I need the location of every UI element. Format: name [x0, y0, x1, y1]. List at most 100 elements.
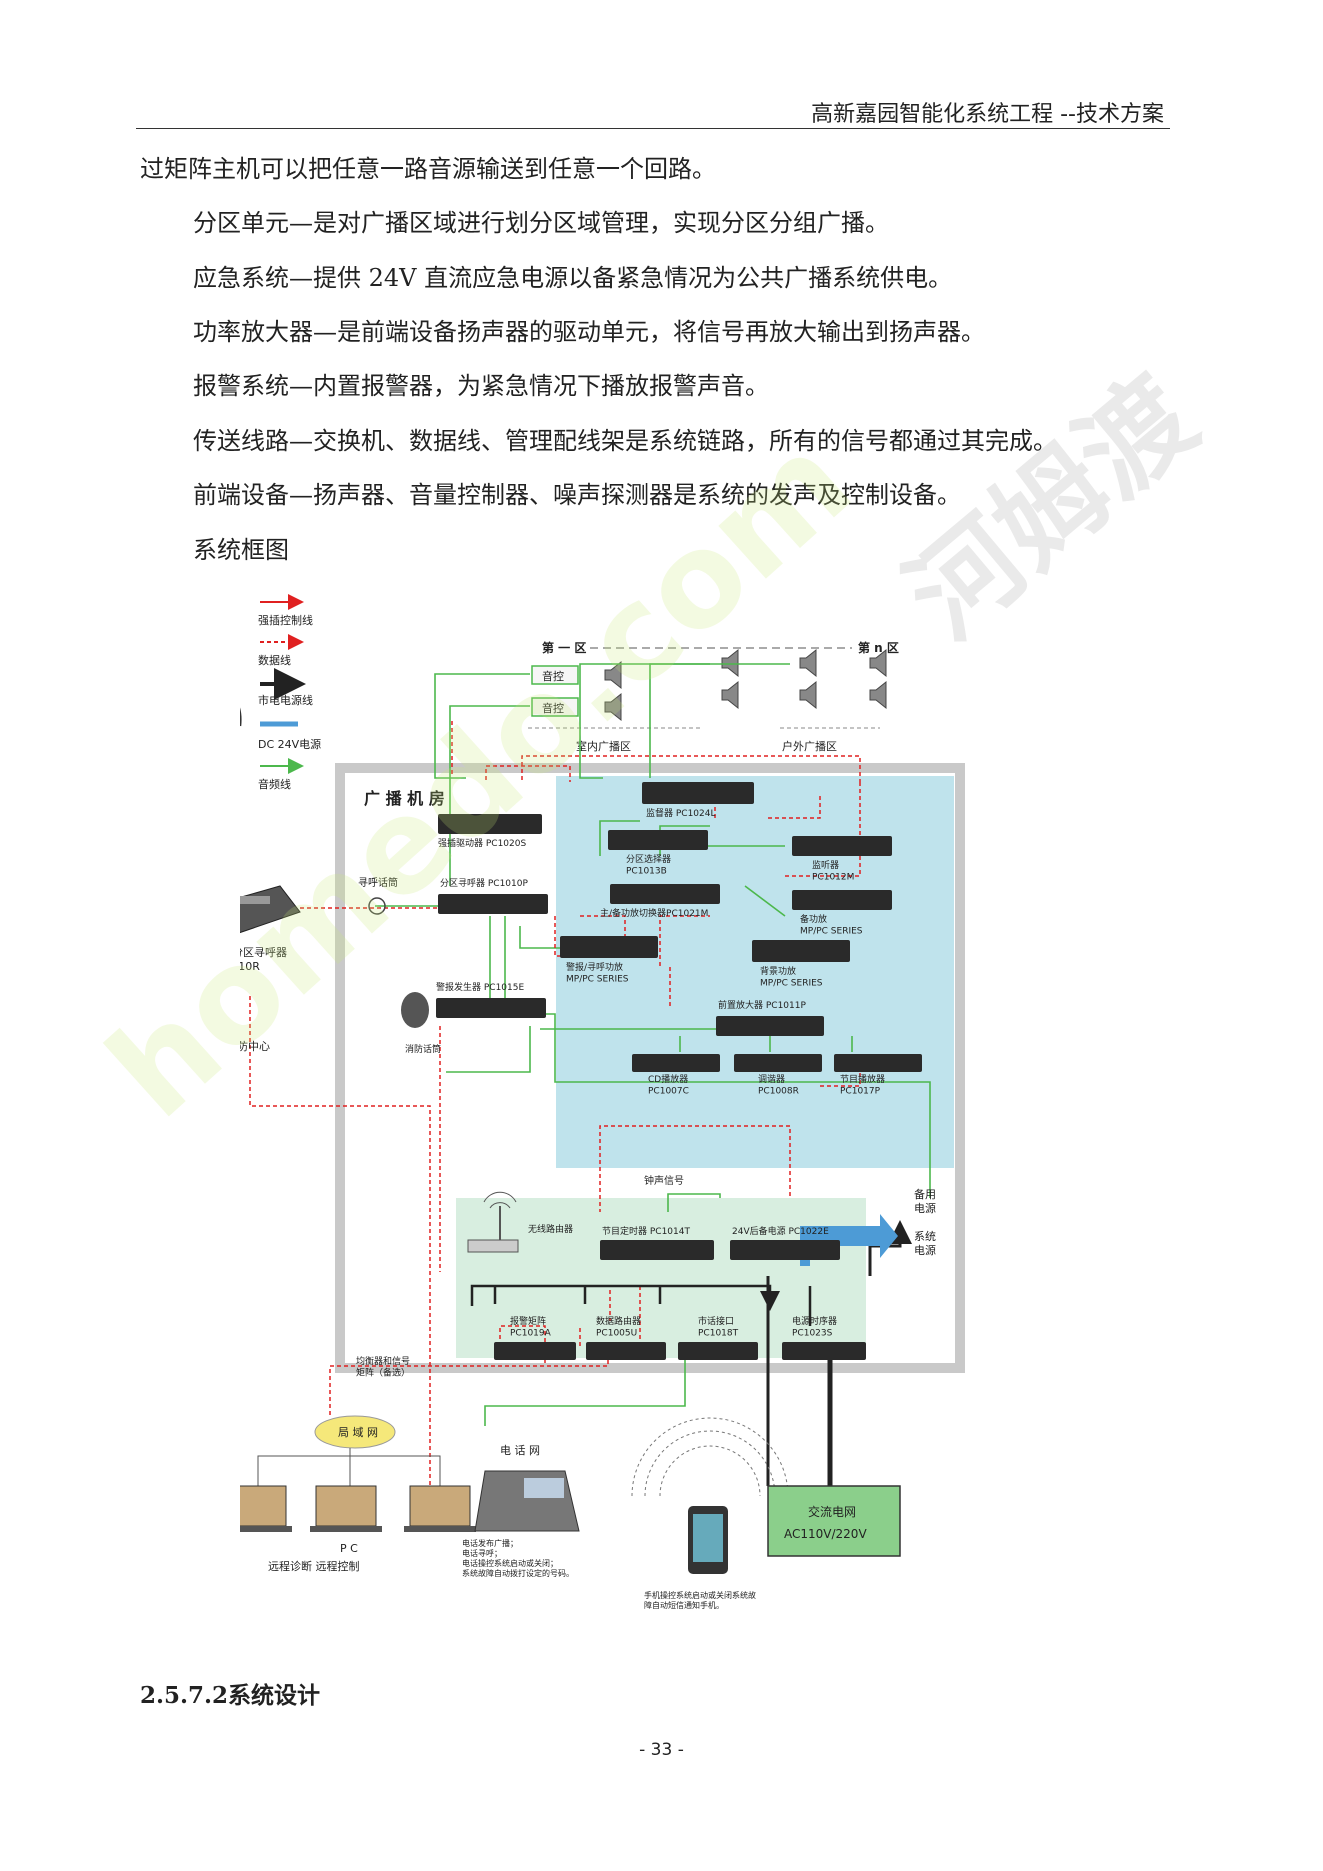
device-pre-amp: 前置放大器 PC1011P — [718, 999, 806, 1011]
device-zone-pager-unit — [438, 894, 548, 914]
label-bell-signal: 钟声信号 — [644, 1174, 684, 1187]
speaker-icon — [721, 648, 739, 678]
speaker-icon — [604, 692, 622, 722]
device-program-timer: 节目定时器 PC1014T — [602, 1225, 690, 1237]
page-header: 高新嘉园智能化系统工程 --技术方案 — [136, 96, 1170, 129]
label-lan: 局 域 网 — [338, 1426, 378, 1439]
page-number: - 33 - — [639, 1740, 684, 1760]
volume-control-1: 音控 — [531, 665, 579, 685]
wireless-signal-icon — [631, 1417, 789, 1497]
mains-lines — [470, 1220, 912, 1486]
label-pc: P C — [340, 1542, 358, 1555]
paragraph-2: 分区单元—是对广播区域进行划分区域管理，实现分区分组广播。 — [193, 209, 889, 237]
speaker-icon — [721, 680, 739, 710]
control-area-bg — [456, 1198, 866, 1358]
label-fire-mic: 消防话筒 — [405, 1043, 441, 1055]
label-mobile-desc: 手机操控系统启动或关闭系统故障自动短信通知手机。 — [644, 1590, 756, 1610]
system-diagram: 强插控制线 数据线 市电电源线 DC 24V电源 音频线 第 一 区 第 n 区… — [209, 586, 1160, 1646]
label-backup-power: 备用电源 — [914, 1187, 936, 1215]
paragraph-1: 过矩阵主机可以把任意一路音源输送到任意一个回路。 — [140, 155, 716, 183]
pc-icons — [220, 1485, 476, 1532]
label-remote-pager: 远程分区寻呼器PC1010R — [240, 946, 287, 973]
label-wireless-router: 无线路由器 — [528, 1223, 573, 1235]
paragraph-3: 应急系统—提供 24V 直流应急电源以备紧急情况为公共广播系统供电。 — [193, 264, 953, 292]
audio-lines — [375, 663, 931, 1426]
legend-data: 数据线 — [258, 653, 291, 667]
lan-lines — [257, 1455, 441, 1486]
device-insert-driver: 强插驱动器 PC1020S — [438, 837, 526, 849]
legend-dc: DC 24V电源 — [258, 737, 321, 751]
lan-ellipse — [314, 1415, 396, 1449]
device-program-player-unit — [834, 1054, 922, 1072]
header-title: 高新嘉园智能化系统工程 --技术方案 — [811, 102, 1164, 127]
device-alarm-matrix-unit — [494, 1342, 576, 1360]
speaker-icon — [604, 660, 622, 690]
label-phone-net: 电 话 网 — [500, 1444, 540, 1457]
device-pre-amp-unit — [716, 1016, 824, 1036]
fire-mic-icon — [401, 992, 429, 1028]
laptop-icon — [315, 1485, 377, 1527]
desk-phone-icon — [474, 1470, 580, 1532]
device-tuner-unit — [734, 1054, 822, 1072]
legend-mains: 市电电源线 — [258, 693, 313, 707]
label-pc-desc: 远程诊断 远程控制 — [268, 1559, 360, 1573]
speaker-icon — [869, 648, 887, 678]
laptop-icon — [225, 1485, 287, 1527]
label-fire-center: 消防中心 — [240, 1039, 270, 1053]
device-phone-interface-unit — [678, 1342, 758, 1360]
device-program-timer-unit — [600, 1240, 714, 1260]
device-backup-amp-unit — [792, 890, 892, 910]
paragraph-4: 功率放大器—是前端设备扬声器的驱动单元，将信号再放大输出到扬声器。 — [193, 318, 985, 346]
zone-outdoor: 户外广播区 — [782, 739, 837, 753]
room-title: 广 播 机 房 — [364, 789, 445, 808]
device-monitor-unit — [642, 782, 754, 804]
speaker-icon — [799, 648, 817, 678]
volume-control-label: 音控 — [542, 669, 564, 683]
paragraph-5: 报警系统—内置报警器，为紧急情况下播放报警声音。 — [193, 372, 769, 400]
zone-nth: 第 n 区 — [858, 640, 899, 655]
paging-mic-icon — [368, 897, 386, 915]
legend-insert: 强插控制线 — [258, 613, 313, 627]
speaker-icon — [869, 680, 887, 710]
device-power-sequencer-unit — [782, 1342, 866, 1360]
device-zone-selector-unit — [608, 830, 708, 850]
volume-control-2: 音控 — [531, 697, 579, 717]
speakers — [604, 648, 887, 722]
device-power-24v: 24V后备电源 PC1022E — [732, 1225, 829, 1237]
device-monitor-receiver-unit — [792, 836, 892, 856]
wireless-router-icon — [467, 1191, 519, 1253]
paragraph-7: 前端设备—扬声器、音量控制器、噪声探测器是系统的发声及控制设备。 — [193, 481, 961, 509]
device-insert-driver-unit — [438, 814, 542, 834]
device-zone-pager: 分区寻呼器 PC1010P — [440, 878, 528, 889]
device-cd-player-unit — [632, 1054, 720, 1072]
laptop-icon — [409, 1485, 471, 1527]
dc24v-arrow — [800, 1214, 898, 1266]
paragraph-6: 传送线路—交换机、数据线、管理配线架是系统链路，所有的信号都通过其完成。 — [193, 427, 1057, 455]
speaker-icon — [799, 680, 817, 710]
system-diagram-svg: 强插控制线 数据线 市电电源线 DC 24V电源 音频线 第 一 区 第 n 区… — [209, 594, 965, 1610]
label-equalizer-matrix: 均衡器和信号矩阵（备选） — [356, 1355, 410, 1378]
label-system-power: 系统电源 — [914, 1230, 936, 1257]
zone-indoor: 室内广播区 — [576, 739, 631, 753]
mobile-phone-icon — [688, 1506, 728, 1574]
label-phone-desc: 电话发布广播；电话寻呼；电话操控系统启动或关闭；系统故障自动拨打设定的号码。 — [462, 1538, 574, 1578]
device-bg-amp-unit — [752, 940, 850, 962]
volume-control-label: 音控 — [542, 701, 564, 715]
device-monitor: 监督器 PC1024L — [646, 807, 716, 819]
device-auto-switch-unit — [610, 884, 720, 904]
device-alarm-gen: 警报发生器 PC1015E — [436, 981, 524, 993]
device-power-24v-unit — [730, 1240, 840, 1260]
mains-box — [767, 1485, 901, 1557]
